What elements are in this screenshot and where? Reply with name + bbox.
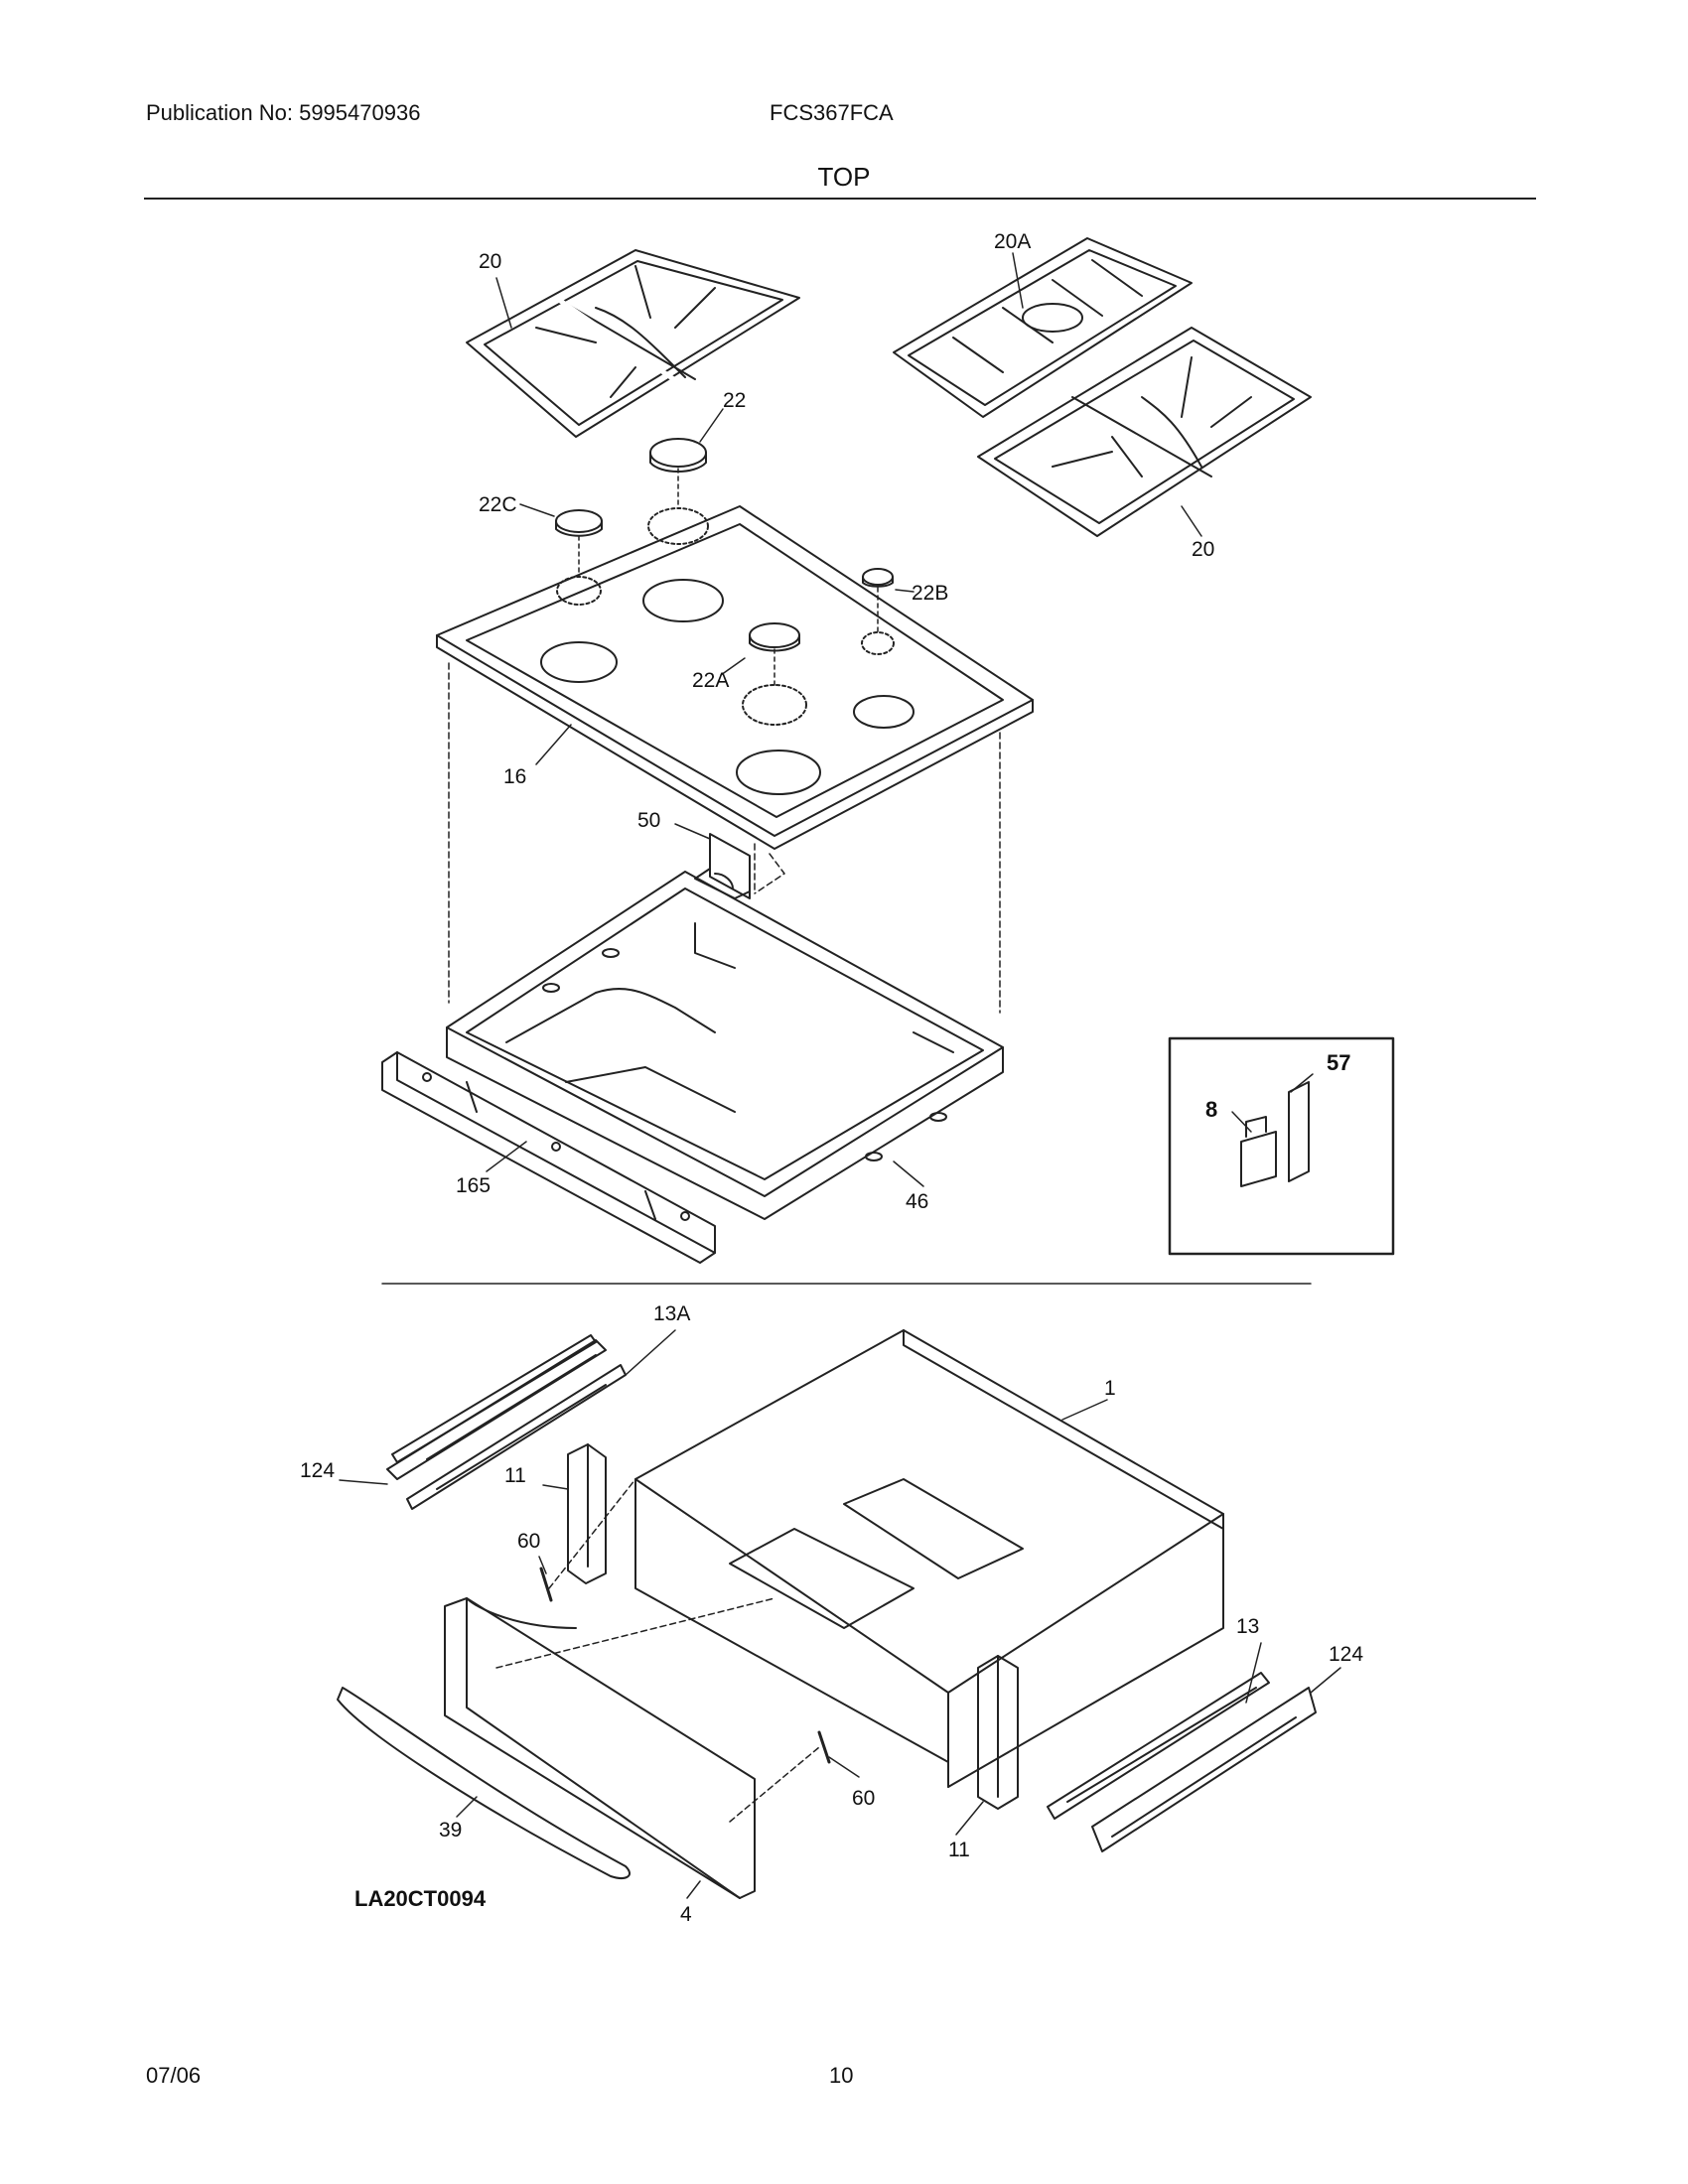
label-22c: 22C [479,493,517,516]
label-124-right: 124 [1329,1643,1363,1666]
label-39: 39 [439,1819,462,1842]
label-124-left: 124 [300,1459,335,1482]
screw-left [539,1567,553,1602]
burner-heads [556,507,895,726]
drawer-handle [337,1687,631,1879]
label-22: 22 [723,389,746,412]
label-22a: 22A [692,669,729,692]
slide-right [1047,1672,1317,1852]
cooktop [436,505,1034,850]
label-8: 8 [1205,1097,1217,1122]
label-60-left: 60 [517,1530,540,1553]
footer-page-number: 10 [829,2063,854,2088]
label-4: 4 [680,1903,692,1926]
bracket-50 [694,833,751,899]
grate-right [977,327,1312,537]
inset-box [1168,1036,1395,1256]
cap-leaders [578,468,879,686]
leader-lines [339,252,1341,1899]
section-title: TOP [817,162,871,192]
label-60-right: 60 [852,1787,875,1810]
screw-right [817,1730,831,1764]
label-16: 16 [503,765,526,788]
diagram-code: LA20CT0094 [354,1886,487,1911]
panel-alignment-lines [495,1478,820,1823]
label-13a: 13A [653,1302,690,1325]
label-20-right: 20 [1192,538,1214,561]
label-50: 50 [637,809,660,832]
burner-cap-22a [749,622,800,652]
support-left [567,1443,607,1584]
label-13: 13 [1236,1615,1259,1638]
label-165: 165 [456,1174,491,1197]
label-20-left: 20 [479,250,501,273]
burner-cap-22b [862,568,894,588]
label-57: 57 [1327,1050,1350,1075]
burner-box [446,871,1004,1220]
label-1: 1 [1104,1377,1116,1400]
grate-center [893,237,1193,418]
label-20a: 20A [994,230,1031,253]
publication-number: Publication No: 5995470936 [146,100,421,125]
burner-cap-22c [555,509,603,537]
burner-cap-22 [649,438,707,473]
manifold-165 [381,1051,716,1264]
header-rule [144,198,1536,200]
support-right [977,1655,1019,1810]
label-11-right: 11 [948,1839,970,1861]
model-number: FCS367FCA [770,100,894,125]
drawer-front [444,1597,756,1899]
label-11-left: 11 [504,1464,526,1487]
footer-date: 07/06 [146,2063,202,2088]
drawer-body [634,1329,1224,1788]
inset-parts [1240,1081,1310,1187]
grate-left [466,249,800,438]
label-46: 46 [906,1190,928,1213]
alignment-lines [448,662,1001,1014]
label-22b: 22B [912,582,948,605]
